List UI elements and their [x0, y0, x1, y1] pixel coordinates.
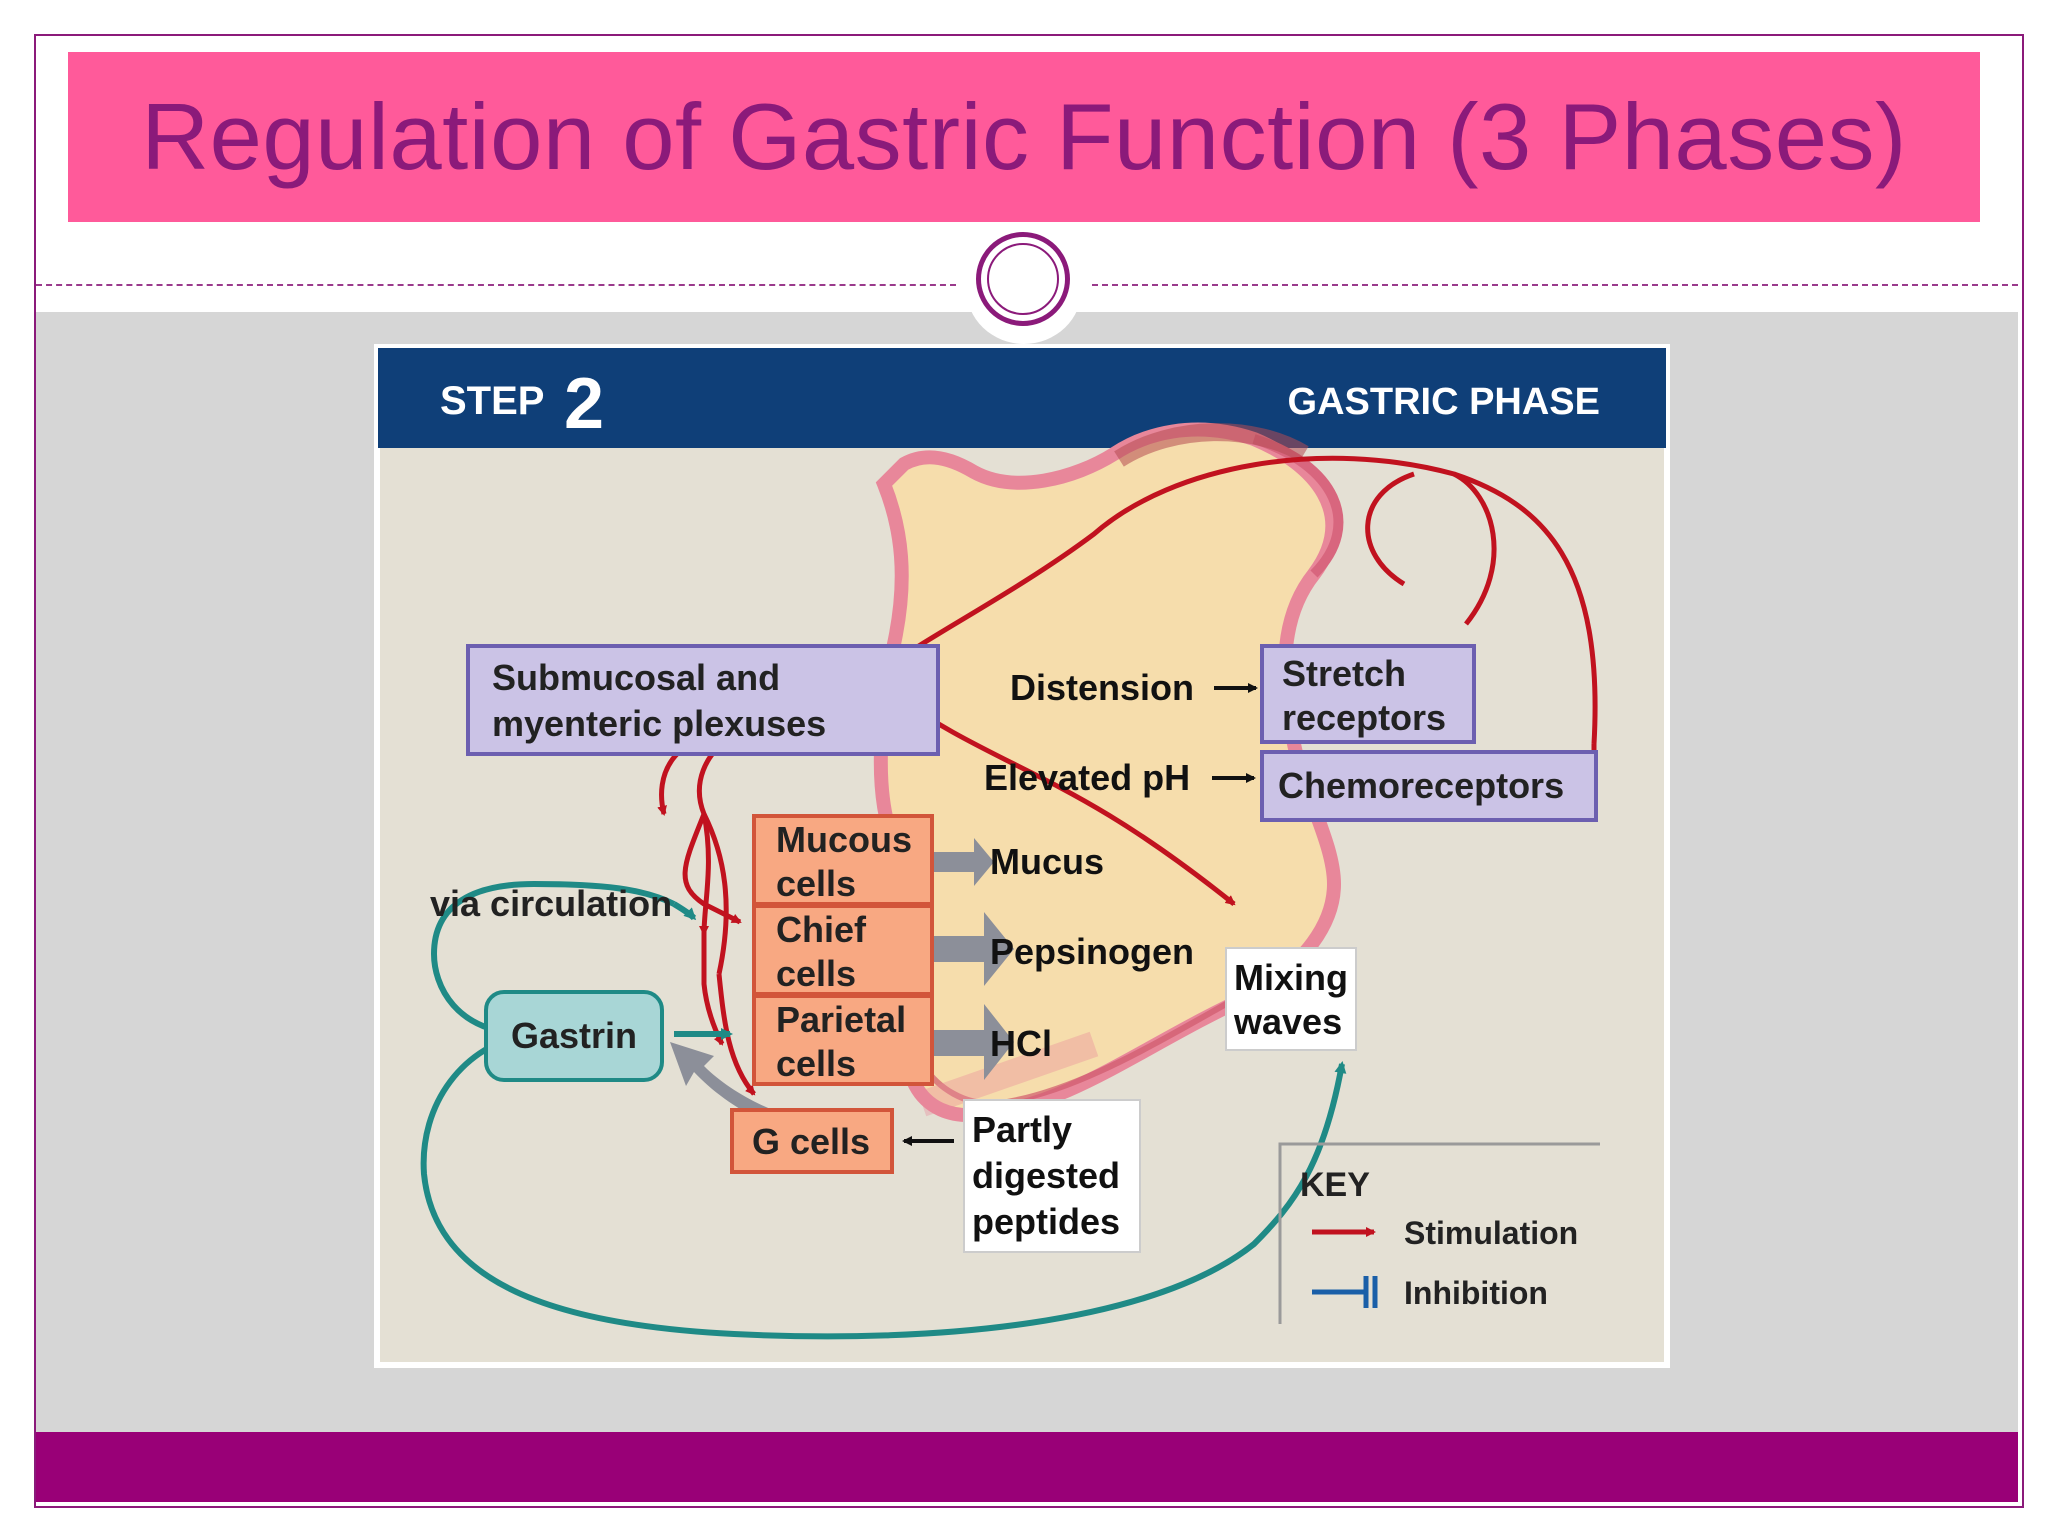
gastric-phase-diagram: STEP 2 GASTRIC PHASE	[374, 344, 1670, 1368]
diagram-svg: STEP 2 GASTRIC PHASE	[376, 346, 1668, 1366]
stretch-label-1: Stretch	[1282, 653, 1406, 694]
stimulation-key-label: Stimulation	[1404, 1215, 1578, 1251]
inhibition-key-label: Inhibition	[1404, 1275, 1548, 1311]
chemoreceptors-box: Chemoreceptors	[1260, 750, 1598, 822]
peptides-label-2: digested	[972, 1155, 1120, 1196]
peptides-label-3: peptides	[972, 1201, 1120, 1242]
parietal-label-2: cells	[776, 1043, 856, 1084]
circulation-pathways	[420, 880, 1347, 1340]
peptides-label-1: Partly	[972, 1109, 1072, 1150]
title-bar: Regulation of Gastric Function (3 Phases…	[68, 52, 1980, 222]
step-label: STEP	[440, 379, 544, 423]
via-circulation-label: via circulation	[430, 883, 672, 924]
circle-ornament-icon	[976, 232, 1070, 326]
slide-title: Regulation of Gastric Function (3 Phases…	[141, 84, 1907, 189]
mixing-label-1: Mixing	[1234, 957, 1348, 998]
step-number: 2	[564, 364, 604, 444]
key-title: KEY	[1300, 1166, 1370, 1204]
footer-bar	[36, 1432, 2018, 1502]
distension-label: Distension	[1010, 667, 1194, 708]
plexuses-box: Submucosal and myenteric plexuses	[466, 644, 940, 756]
mucous-label-2: cells	[776, 863, 856, 904]
g-cells-label: G cells	[752, 1121, 870, 1162]
hcl-label: HCl	[990, 1023, 1052, 1064]
plexuses-label-1: Submucosal and	[492, 657, 780, 698]
diagram-header	[378, 348, 1666, 448]
parietal-cells-box: Parietal cells	[752, 994, 934, 1086]
mucous-cells-box: Mucous cells	[752, 814, 934, 906]
mucous-label-1: Mucous	[776, 819, 912, 860]
chief-label-1: Chief	[776, 909, 867, 950]
parietal-label-1: Parietal	[776, 999, 906, 1040]
divider-right	[1092, 284, 2018, 286]
mixing-waves-box: Mixing waves	[1225, 947, 1357, 1051]
key-legend: KEY Stimulation Inhibition	[1278, 1142, 1600, 1324]
peptides-box: Partly digested peptides	[963, 1099, 1141, 1253]
mucus-label: Mucus	[990, 841, 1104, 882]
stretch-label-2: receptors	[1282, 697, 1446, 738]
chief-label-2: cells	[776, 953, 856, 994]
g-cells-box: G cells	[730, 1108, 894, 1174]
elevated-ph-label: Elevated pH	[984, 757, 1190, 798]
plexuses-label-2: myenteric plexuses	[492, 703, 826, 744]
circle-ornament-inner	[987, 243, 1059, 315]
mixing-label-2: waves	[1233, 1001, 1342, 1042]
gastrin-label: Gastrin	[511, 1015, 637, 1056]
chief-cells-box: Chief cells	[752, 904, 934, 996]
chemoreceptors-label: Chemoreceptors	[1278, 765, 1564, 806]
pepsinogen-label: Pepsinogen	[990, 931, 1194, 972]
gastrin-box: Gastrin	[484, 990, 664, 1082]
divider-left	[36, 284, 956, 286]
stretch-receptors-box: Stretch receptors	[1260, 644, 1476, 744]
phase-label: GASTRIC PHASE	[1288, 381, 1600, 423]
